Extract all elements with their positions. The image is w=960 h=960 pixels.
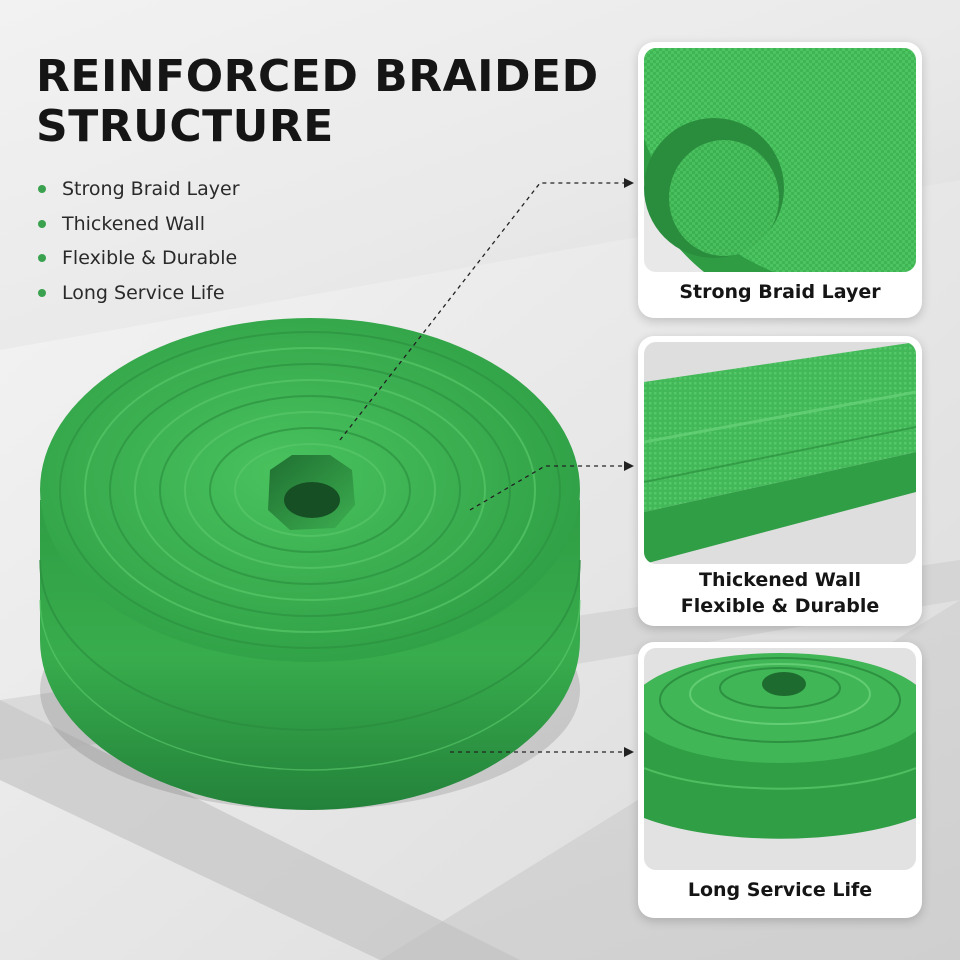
callout-card-wall: Thickened Wall Flexible & Durable bbox=[638, 336, 922, 626]
page-title: REINFORCED BRAIDED STRUCTURE bbox=[36, 52, 616, 152]
bullet-dot-icon bbox=[38, 185, 46, 194]
caption-line: Strong Braid Layer bbox=[679, 281, 881, 303]
leader-arrow-icon bbox=[624, 178, 634, 757]
feature-list: Strong Braid Layer Thickened Wall Flexib… bbox=[38, 172, 240, 310]
reel-closeup-image bbox=[644, 648, 916, 870]
title-line-2: STRUCTURE bbox=[36, 101, 334, 152]
feature-item: Strong Braid Layer bbox=[38, 172, 240, 207]
bullet-dot-icon bbox=[38, 219, 46, 228]
title-line-1: REINFORCED BRAIDED bbox=[36, 51, 599, 102]
hose-reel bbox=[39, 318, 581, 810]
bullet-dot-icon bbox=[38, 254, 46, 263]
callout-card-reel: Long Service Life bbox=[638, 642, 922, 918]
feature-label: Strong Braid Layer bbox=[62, 178, 240, 201]
caption-line: Flexible & Durable bbox=[680, 595, 880, 617]
callout-caption: Thickened Wall Flexible & Durable bbox=[638, 564, 922, 622]
bullet-dot-icon bbox=[38, 288, 46, 297]
feature-item: Thickened Wall bbox=[38, 207, 240, 242]
callout-caption: Long Service Life bbox=[638, 868, 922, 912]
feature-item: Flexible & Durable bbox=[38, 241, 240, 276]
callout-card-braid: Strong Braid Layer bbox=[638, 42, 922, 318]
callout-caption: Strong Braid Layer bbox=[638, 270, 922, 314]
leader-lines bbox=[339, 182, 626, 753]
braid-closeup-image bbox=[644, 48, 916, 272]
feature-label: Thickened Wall bbox=[62, 212, 205, 235]
feature-label: Long Service Life bbox=[62, 281, 225, 304]
caption-line: Thickened Wall bbox=[698, 569, 862, 591]
wall-closeup-image bbox=[644, 342, 916, 564]
feature-item: Long Service Life bbox=[38, 276, 240, 311]
caption-line: Long Service Life bbox=[687, 879, 873, 901]
feature-label: Flexible & Durable bbox=[62, 247, 238, 270]
